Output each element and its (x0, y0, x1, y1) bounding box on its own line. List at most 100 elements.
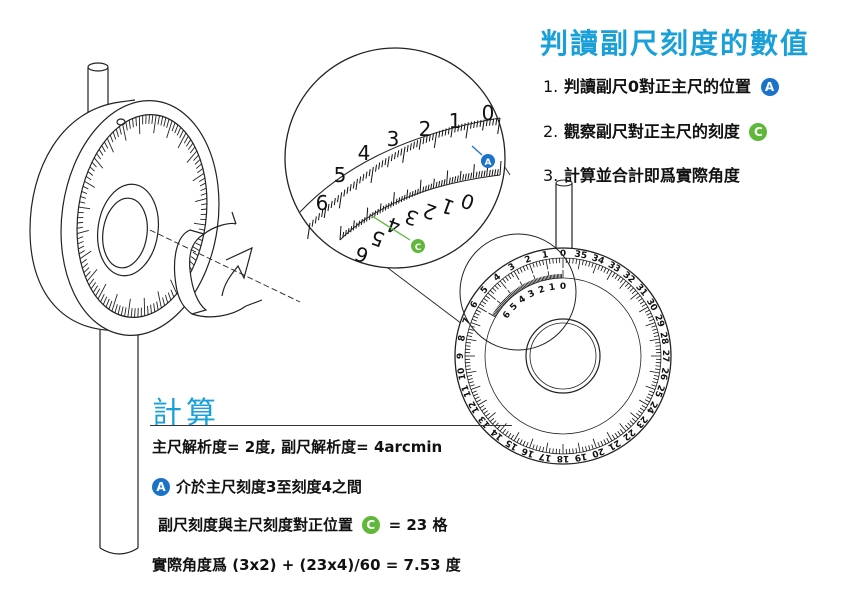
zoom-main-tick (402, 146, 406, 163)
zoom-main-tick (412, 141, 415, 149)
dial-main-tick (630, 412, 639, 420)
instrument-tick (88, 278, 95, 286)
dial-main-tick (600, 266, 604, 272)
dial-vernier-tick (546, 275, 549, 280)
zoom-vernier-tick (462, 174, 465, 181)
dial-main-tick (485, 412, 490, 417)
instrument-tick (130, 308, 133, 318)
instrument-tick (166, 118, 170, 128)
instrument-tick (176, 127, 182, 136)
instrument-tick (199, 177, 206, 182)
dial-main-tick (645, 385, 656, 390)
dial-vernier-tick (500, 301, 505, 306)
dial-main-label: 19 (574, 450, 588, 462)
dial-main-tick (538, 260, 541, 266)
instrument-tick (195, 163, 202, 169)
dial-main-tick (575, 448, 578, 454)
dial-main-tick (466, 370, 477, 374)
dial-vernier-tick (511, 292, 515, 296)
zoom-badge-a: A (471, 145, 495, 168)
calc-line-3-result: = 23 格 (388, 516, 448, 534)
zoom-main-tick (381, 160, 384, 168)
instrument-tick (156, 301, 159, 311)
zoom-vernier-tick (480, 170, 483, 177)
dial-main-tick (652, 381, 658, 384)
instrument-tick (76, 229, 89, 234)
dial-vernier-tick (516, 287, 520, 292)
instrument-tick (198, 228, 205, 231)
dial-vernier-tick (512, 291, 516, 295)
dial-main-tick (481, 300, 487, 305)
zoom-main-tick (425, 135, 428, 143)
instrument-tick (190, 256, 197, 261)
zoom-main-tick (428, 134, 431, 142)
dial-main-tick (502, 429, 507, 434)
dial-main-tick (467, 374, 473, 377)
zoom-main-tick (352, 181, 355, 189)
zoom-vernier-tick (470, 172, 473, 179)
instrument-tick (199, 182, 206, 187)
step-3-number: 3. (543, 166, 559, 185)
zoom-main-tick (387, 156, 390, 168)
dial-main-tick (519, 267, 523, 273)
dial-main-tick (548, 448, 551, 454)
zoom-main-tick (433, 131, 438, 148)
zoom-main-tick (469, 121, 472, 129)
dial-main-tick (479, 303, 485, 308)
instrument-tick (78, 206, 91, 210)
dial-vernier-tick (505, 296, 510, 301)
calc-line-3-text: 副尺刻度與主尺刻度對正位置 (158, 516, 354, 534)
dial-main-tick (617, 431, 621, 436)
dial-main-label: 17 (538, 450, 552, 462)
instrument-tick (134, 308, 136, 318)
dial-main-tick (641, 404, 647, 409)
calc-badge-c-icon: C (361, 516, 380, 534)
dial-main-tick (575, 258, 578, 264)
calc-line-1: 主尺解析度= 2度, 副尺解析度= 4arcmin (152, 438, 443, 456)
instrument-tick (84, 180, 96, 188)
zoom-main-tick (473, 120, 476, 129)
instrument-tick (132, 118, 134, 128)
zoom-main-tick (406, 144, 409, 153)
dial-main-tick (577, 259, 581, 270)
zoom-main-tick (307, 222, 311, 240)
dial-main-tick (585, 260, 588, 266)
dial-main-tick (577, 442, 581, 453)
dial-main-tick (588, 261, 591, 267)
dial-main-label: 26 (657, 367, 669, 381)
zoom-main-tick (476, 120, 479, 128)
zoom-main-tick (333, 197, 336, 206)
dial-vernier-tick (507, 289, 514, 297)
dial-main-tick (529, 263, 534, 274)
zoom-main-tick (314, 216, 317, 224)
instrument-tick (102, 296, 108, 305)
instrument-tick (162, 297, 166, 306)
dial-main-tick (489, 290, 495, 295)
instrument-tick (101, 145, 106, 153)
zoom-vernier-tick (347, 228, 350, 235)
dial-main-label: 34 (590, 253, 605, 267)
dial-main-tick (649, 338, 660, 342)
instrument-tick (124, 307, 127, 317)
dial-main-tick (513, 270, 520, 280)
dial-vernier-tick (493, 312, 498, 316)
dial-main-tick (513, 432, 520, 442)
dial-main-tick (581, 260, 584, 266)
dial-main-tick (651, 325, 657, 328)
instrument-tick (174, 124, 179, 134)
dial-main-tick (572, 258, 574, 264)
instrument-tick (90, 282, 97, 290)
dial-main-tick (606, 270, 613, 280)
instrument-tick (117, 305, 121, 315)
zoom-main-tick (416, 140, 419, 148)
zoom-main-tick (368, 169, 371, 177)
instrument-tick (147, 305, 149, 315)
zoom-main-tick (418, 138, 422, 150)
zoom-vernier-tick (339, 225, 342, 241)
instrument-tick (185, 139, 192, 147)
zoom-main-tick (338, 192, 343, 209)
instrument-tick (79, 250, 92, 260)
zoom-badge-c: C (371, 215, 425, 253)
instrument-tick (114, 304, 118, 314)
